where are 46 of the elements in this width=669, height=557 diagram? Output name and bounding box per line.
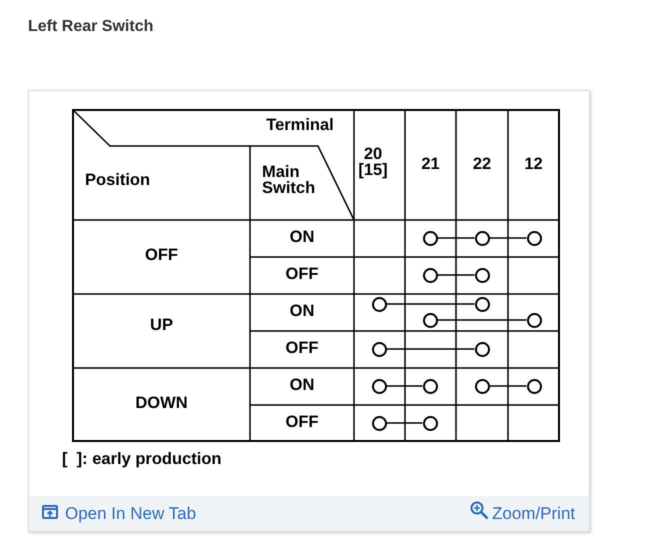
terminal-circle [422,230,438,246]
terminal-circle [372,416,386,430]
connection-line [438,237,474,239]
table-cell-text: OFF [284,414,320,430]
table-cell-text: OFF [144,247,179,263]
zoom-print-link: Zoom/Print [492,504,576,524]
table-cell-text: OFF [284,266,320,282]
table-cell-text: ON [288,377,316,393]
terminal-circle [526,378,542,394]
terminal-circle [422,268,438,282]
footnote: [ ]: early production [62,451,223,467]
connection-line [386,422,422,424]
terminal-circle [422,378,438,394]
column-header: 12 [523,156,544,172]
terminal-circle [372,378,386,394]
table-cell-text: DOWN [134,395,189,411]
column-header: Main Switch [262,164,316,196]
connection-line [386,385,422,387]
page-title: Left Rear Switch [28,18,154,36]
connection-line [490,385,526,387]
column-header: Terminal [265,117,335,133]
column-header: 20 [15] [357,146,389,178]
terminal-circle [526,230,542,246]
column-header: 21 [420,156,441,172]
table-cell-text: ON [288,303,316,319]
terminal-circle [474,378,490,394]
terminal-circle [422,312,438,328]
connection-line [386,303,474,305]
open-new-tab-link: Open In New Tab [65,504,196,524]
terminal-circle [372,342,386,356]
terminal-circle [474,342,490,356]
connection-line [386,348,474,350]
terminal-circle [474,268,490,282]
table-cell-text: UP [149,317,174,333]
connection-line [438,274,474,276]
terminal-circle [474,296,490,312]
terminal-circle [422,416,438,430]
connection-line [490,237,526,239]
column-header: 22 [472,156,492,172]
connection-line [438,319,526,321]
column-header: Position [85,172,152,188]
terminal-circle [474,230,490,246]
terminal-circle [526,312,542,328]
terminal-circle [372,296,386,312]
table-cell-text: ON [288,229,316,245]
table-cell-text: OFF [284,340,320,356]
